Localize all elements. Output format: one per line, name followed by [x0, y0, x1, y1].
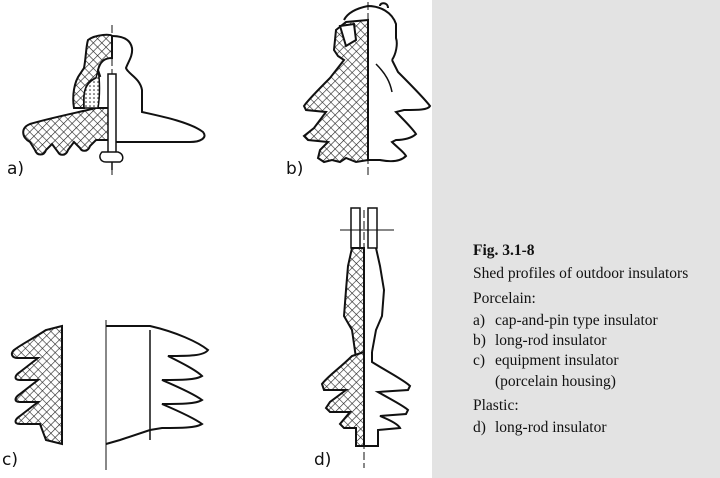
item-a-text: cap-and-pin type insulator [495, 312, 658, 329]
item-c-letter: c) [473, 352, 486, 369]
item-b-letter: b) [473, 332, 486, 349]
group-heading-porcelain: Porcelain: [473, 290, 536, 307]
panel-label-a: a) [7, 159, 24, 179]
caption-title: Shed profiles of outdoor insulators [473, 265, 689, 282]
item-d-text: long-rod insulator [495, 419, 607, 436]
insulator-drawings: a) b) c) d) [2, 2, 432, 470]
panel-label-d: d) [314, 450, 331, 470]
group-heading-plastic: Plastic: [473, 397, 519, 414]
item-c-text: equipment insulator [495, 352, 619, 369]
panel-label-c: c) [2, 450, 18, 470]
item-d-letter: d) [473, 419, 486, 436]
item-b-text: long-rod insulator [495, 332, 607, 349]
item-c-continuation: (porcelain housing) [495, 373, 616, 390]
caption-panel: Fig. 3.1-8 Shed profiles of outdoor insu… [432, 0, 720, 478]
drawing-c-equipment-insulator [10, 320, 210, 470]
item-a-letter: a) [473, 312, 486, 329]
drawing-a-cap-and-pin [22, 25, 206, 175]
figure-number: Fig. 3.1-8 [473, 242, 535, 259]
figure-area: a) b) c) d) [2, 2, 432, 470]
panel-label-b: b) [286, 159, 303, 179]
drawing-d-plastic-long-rod [320, 207, 412, 468]
drawing-b-long-rod [302, 2, 432, 175]
